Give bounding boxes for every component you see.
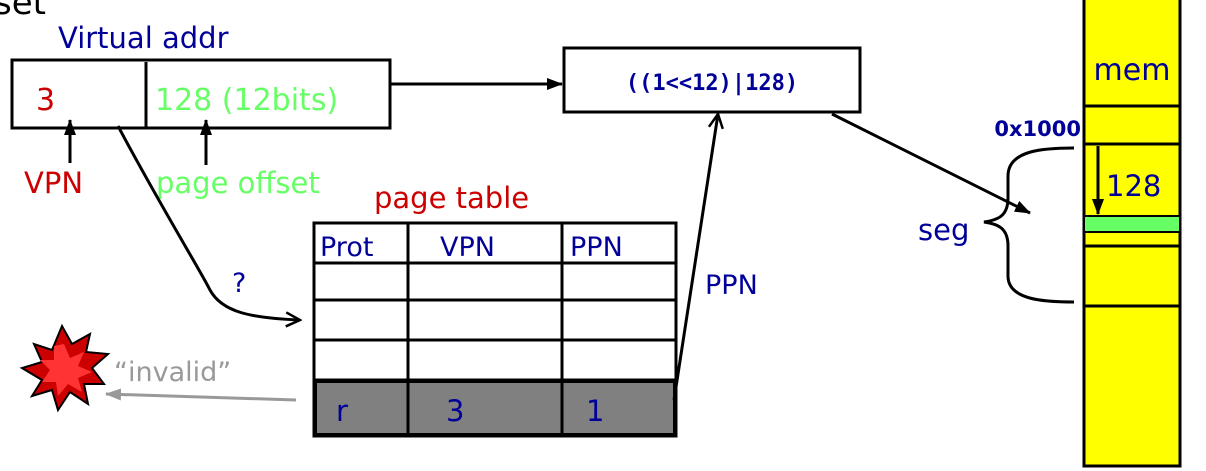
memory-title: mem	[1094, 53, 1171, 88]
page-table-frame	[312, 221, 678, 438]
memory-offset-label: 128	[1106, 169, 1161, 203]
explosion-core	[40, 344, 92, 396]
ppn-label: PPN	[705, 270, 758, 301]
invalid-label: “invalid”	[114, 357, 231, 388]
page-table-valid-row-border	[315, 381, 675, 435]
page-offset-label: page offset	[156, 166, 320, 200]
segment-brace	[983, 146, 1075, 304]
header-partial-text: set	[0, 0, 46, 23]
lookup-question-label: ?	[232, 268, 246, 299]
virtual-addr-box	[10, 58, 392, 130]
page-table-title: page table	[374, 181, 529, 215]
lookup-curve-arrow	[116, 125, 300, 320]
physical-to-memory-arrow	[831, 112, 1031, 215]
ppn-up-arrow	[672, 114, 718, 401]
offset-value: 128 (12bits)	[155, 83, 338, 118]
vpn-value: 3	[36, 83, 55, 118]
page-table-valid-row-highlight	[314, 380, 676, 436]
page-table-col-prot: Prot	[320, 232, 373, 263]
page-table-col-ppn: PPN	[570, 232, 623, 263]
valid-row-ppn: 1	[586, 394, 604, 428]
physical-addr-expression: ((1<<12)|128)	[626, 71, 798, 96]
virtual-addr-title: Virtual addr	[58, 21, 229, 55]
segment-label: seg	[918, 213, 969, 247]
page-table-col-vpn: VPN	[440, 232, 495, 263]
valid-row-vpn: 3	[446, 394, 464, 428]
valid-row-prot: r	[336, 394, 348, 428]
invalid-arrow	[105, 388, 297, 402]
memory-base-address: 0x1000	[994, 117, 1081, 141]
memory-accessed-word	[1083, 215, 1181, 233]
vpn-label: VPN	[24, 166, 83, 200]
